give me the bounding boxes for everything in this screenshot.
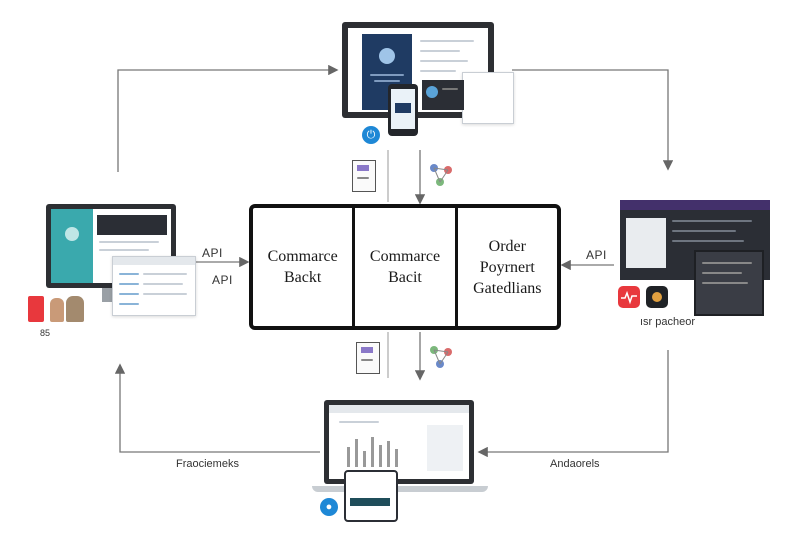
dark-app-icon bbox=[646, 286, 668, 308]
core-cell3-line3: Gatedlians bbox=[473, 279, 542, 297]
top-tablet bbox=[388, 84, 418, 136]
network-nodes-icon-bottom bbox=[426, 342, 456, 372]
water-drop-icon: ● bbox=[320, 498, 338, 516]
api-label-left-2: API bbox=[212, 273, 233, 287]
bottom-laptop-base bbox=[312, 486, 488, 492]
right-device-group: ısr pacheor bbox=[612, 198, 772, 338]
bottom-right-label: Andaorels bbox=[550, 458, 600, 470]
right-front-panel bbox=[694, 250, 764, 316]
flow-right-to-bottom bbox=[477, 350, 669, 458]
top-screen-card bbox=[422, 80, 464, 110]
core-cell1-line1: Commarce bbox=[267, 248, 338, 265]
flow-bottom-to-left bbox=[114, 363, 320, 453]
pulse-app-icon bbox=[618, 286, 640, 308]
core-cell-commerce-1: Commarce Backt bbox=[253, 208, 352, 326]
document-icon-bottom bbox=[356, 342, 380, 374]
flow-top-to-right bbox=[512, 69, 674, 171]
core-cell-commerce-2: Commarce Bacit bbox=[352, 208, 454, 326]
document-icon-top bbox=[352, 160, 376, 192]
left-dashboard-window bbox=[112, 256, 196, 316]
network-nodes-icon-top bbox=[426, 160, 456, 190]
left-caption: 85 bbox=[40, 328, 51, 338]
left-people-thumbnail bbox=[28, 294, 86, 324]
commerce-core-box: Commarce Backt Commarce Bacit Order Poyr… bbox=[249, 204, 561, 330]
api-label-left-1: API bbox=[202, 246, 223, 260]
core-cell2-line2: Bacit bbox=[388, 269, 422, 286]
bottom-device-group: ● bbox=[312, 398, 492, 524]
core-cell1-line2: Backt bbox=[284, 269, 322, 286]
bottom-left-label: Fraociemeks bbox=[176, 458, 239, 470]
core-cell2-line1: Commarce bbox=[369, 248, 441, 265]
right-caption: ısr pacheor bbox=[640, 316, 696, 328]
top-window-back bbox=[462, 72, 514, 124]
core-cell3-line1: Order bbox=[488, 237, 526, 255]
left-monitor-teal-panel bbox=[51, 209, 93, 283]
api-label-right: API bbox=[586, 248, 607, 262]
bottom-laptop-bars bbox=[347, 433, 417, 467]
bottom-laptop bbox=[324, 400, 474, 484]
left-device-group: 85 bbox=[26, 200, 201, 350]
bottom-tablet bbox=[344, 470, 398, 522]
flow-left-to-top bbox=[117, 64, 339, 172]
core-cell-order-payment: Order Poyrnert Gatedlians bbox=[454, 208, 557, 326]
core-cell3-line2: Poyrnert bbox=[479, 258, 535, 276]
power-icon: ⏻ bbox=[362, 126, 380, 144]
top-device-group: ⏻ bbox=[340, 20, 515, 150]
